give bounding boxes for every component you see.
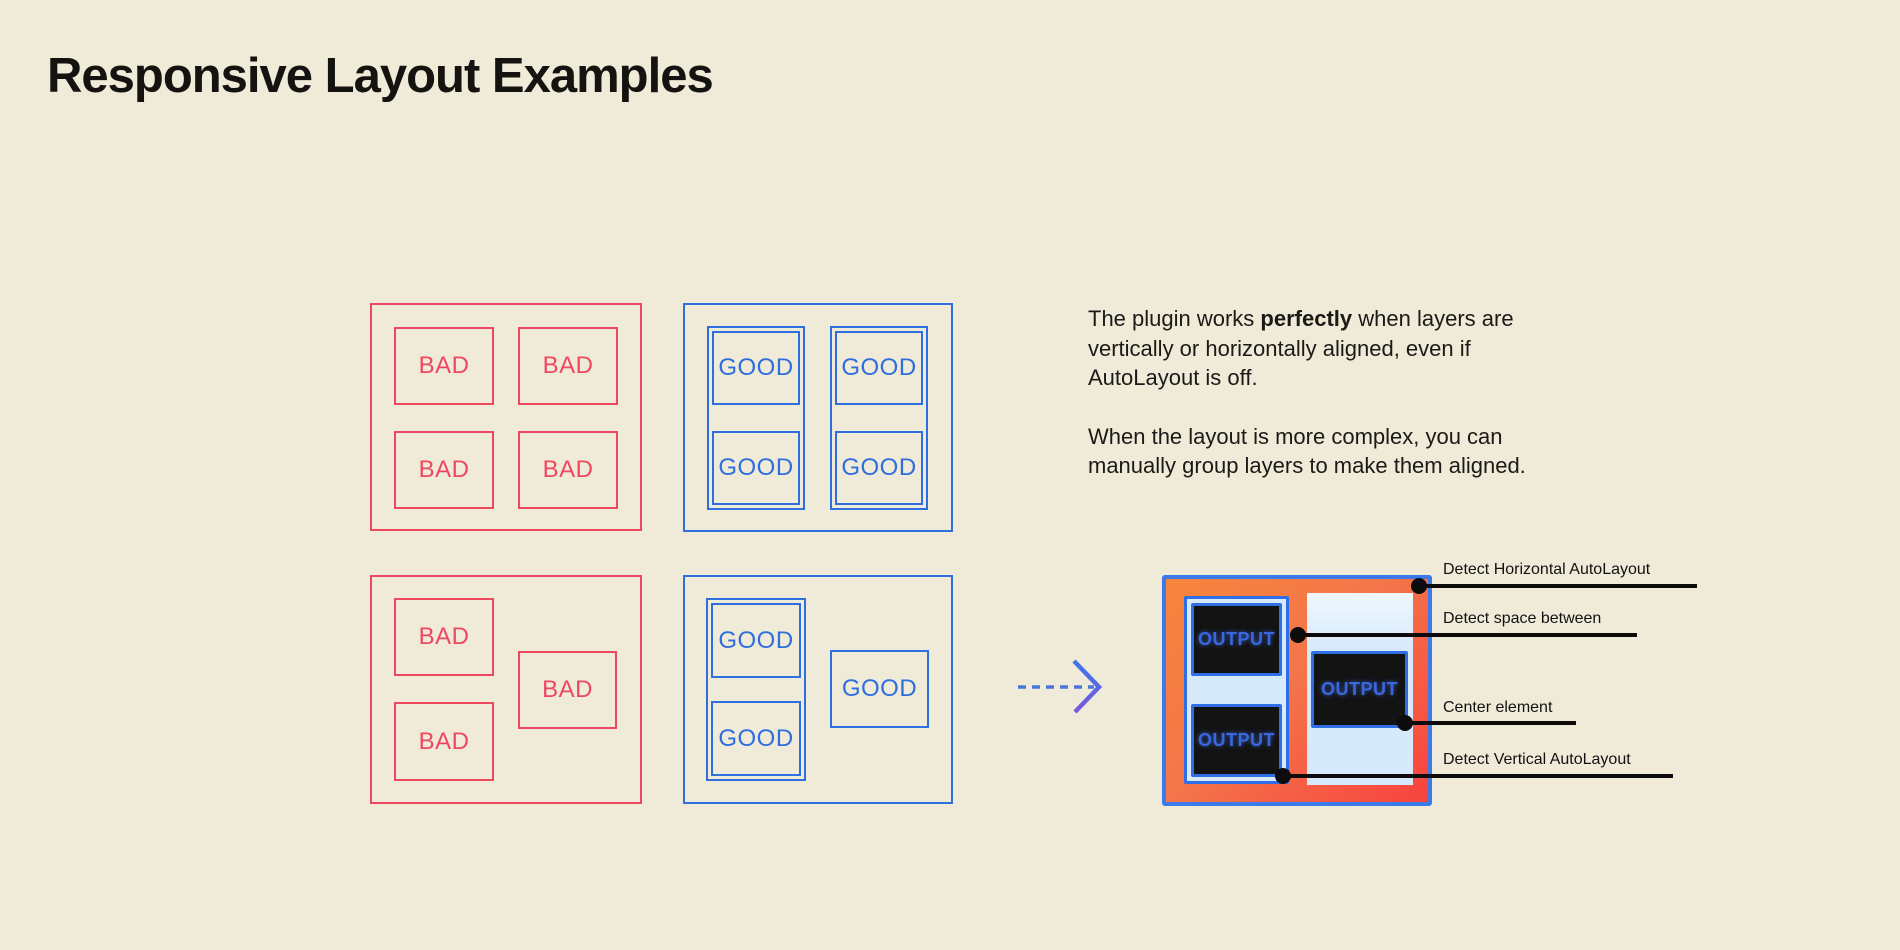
description-paragraph-1: The plugin works perfectly when layers a… <box>1088 306 1514 390</box>
output-box-centered: OUTPUT <box>1311 651 1408 728</box>
bad-box: BAD <box>394 327 494 405</box>
output-vertical-group: OUTPUT OUTPUT <box>1184 596 1289 784</box>
description-paragraph-2: When the layout is more complex, you can… <box>1088 423 1526 479</box>
callout-dot-center <box>1397 715 1413 731</box>
callout-label-vertical: Detect Vertical AutoLayout <box>1443 751 1631 768</box>
bad-grid-container: BAD BAD BAD BAD <box>370 303 642 531</box>
good-box: GOOD <box>830 650 929 728</box>
callout-line-space-between <box>1298 633 1637 637</box>
bad-staggered-container: BAD BAD BAD <box>370 575 642 804</box>
good-box: GOOD <box>712 431 800 505</box>
good-box: GOOD <box>835 331 923 405</box>
bad-box: BAD <box>518 431 618 509</box>
bad-box: BAD <box>394 702 494 781</box>
good-group: GOOD GOOD <box>706 598 806 781</box>
page-title: Responsive Layout Examples <box>47 49 714 103</box>
output-diagram: OUTPUT OUTPUT OUTPUT <box>1162 575 1432 806</box>
bold-perfectly: perfectly <box>1260 306 1353 331</box>
callout-label-center: Center element <box>1443 699 1553 716</box>
good-box: GOOD <box>711 603 801 678</box>
callout-dot-vertical <box>1275 768 1291 784</box>
good-group: GOOD GOOD <box>707 326 805 510</box>
good-box: GOOD <box>835 431 923 505</box>
callout-label-horizontal: Detect Horizontal AutoLayout <box>1443 561 1651 578</box>
bad-box: BAD <box>518 327 618 405</box>
callout-line-vertical <box>1283 774 1673 778</box>
good-box: GOOD <box>712 331 800 405</box>
callout-dot-horizontal <box>1411 578 1427 594</box>
bad-box: BAD <box>518 651 617 729</box>
callout-line-center <box>1405 721 1576 725</box>
arrow-icon <box>1018 659 1103 714</box>
good-box: GOOD <box>711 701 801 776</box>
output-box: OUTPUT <box>1191 704 1282 777</box>
good-group: GOOD GOOD <box>830 326 928 510</box>
callout-line-horizontal <box>1419 584 1697 588</box>
output-box: OUTPUT <box>1191 603 1282 676</box>
good-staggered-container: GOOD GOOD GOOD <box>683 575 953 804</box>
description-text: The plugin works perfectly when layers a… <box>1088 304 1558 510</box>
callout-dot-space-between <box>1290 627 1306 643</box>
good-grid-container: GOOD GOOD GOOD GOOD <box>683 303 953 532</box>
callout-label-space-between: Detect space between <box>1443 610 1602 627</box>
bad-box: BAD <box>394 598 494 676</box>
bad-box: BAD <box>394 431 494 509</box>
